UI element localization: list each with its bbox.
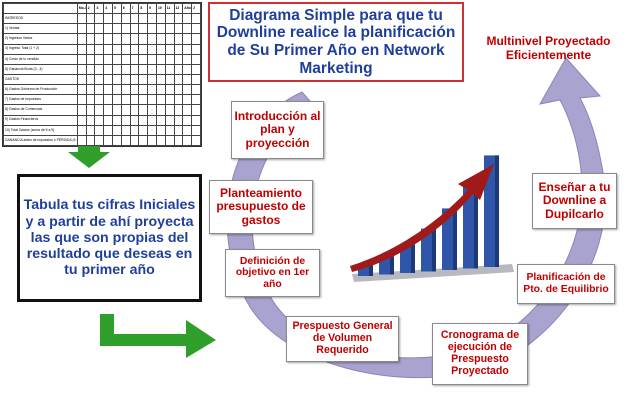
step-introduccion: Introducción al plan y proyección xyxy=(231,101,324,159)
step-presupuesto-general: Prespuesto General de Volumen Requerido xyxy=(286,316,399,362)
step-cronograma: Cronograma de ejecución de Prespuesto Pr… xyxy=(432,323,528,385)
growth-bar-shade xyxy=(432,228,436,272)
diagram-title: Diagrama Simple para que tu Downline rea… xyxy=(208,2,464,82)
bar-chart xyxy=(358,155,499,276)
step-definicion-objetivo: Definición de objetivo en 1er año xyxy=(225,249,320,297)
main-instruction-box: Tabula tus cifras Iniciales y a partir d… xyxy=(17,174,202,302)
growth-bar-shade xyxy=(369,264,373,276)
step-ensenar-downline: Enseñar a tu Downline a Dupilcarlo xyxy=(532,173,617,229)
growth-bar-shade xyxy=(411,244,415,273)
step-punto-equilibrio: Planificación de Pto. de Equilibrio xyxy=(517,264,615,304)
growth-bar-shade xyxy=(474,184,478,269)
sheet-row: 4) Costo de lo vendido xyxy=(3,53,201,65)
growth-bar-shade xyxy=(495,155,499,267)
trend-arrow xyxy=(350,164,494,272)
goal-label: Multinivel Proyectado Eficientemente xyxy=(486,34,611,63)
sheet-row: 9) Gastos Financieros xyxy=(3,114,201,126)
sheet-row: 6) Gastos Gobierno de Producción xyxy=(3,84,201,96)
green-down-arrow xyxy=(68,146,110,168)
sheet-row: GANANCIA antes de impuestos o PÉRDIDA (5… xyxy=(3,134,201,147)
step-planteamiento: Planteamiento presupuesto de gastos xyxy=(209,180,313,234)
sheet-row: 2) Ingresos Varios xyxy=(3,33,201,45)
sheet-cell xyxy=(191,134,201,147)
growth-bar-shade xyxy=(390,256,394,275)
sheet-row-label: GANANCIA antes de impuestos o PÉRDIDA (5… xyxy=(3,134,78,147)
sheet-row: GASTOS xyxy=(3,73,201,86)
green-right-arrow xyxy=(100,314,216,358)
growth-bar-shade xyxy=(453,208,457,270)
